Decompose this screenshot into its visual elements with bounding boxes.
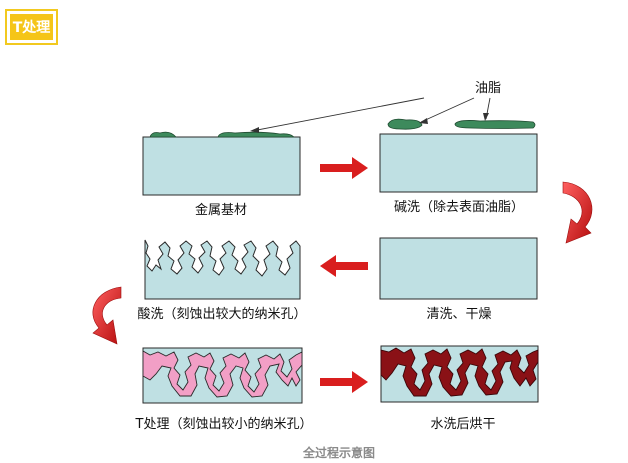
- diagram-caption: 全过程示意图: [302, 445, 375, 460]
- step-acid-etch: 酸洗（刻蚀出较大的纳米孔）: [137, 239, 307, 322]
- step-rinse-dry: 清洗、干燥: [379, 237, 538, 322]
- oil-blob: [387, 118, 423, 130]
- badge-label: T处理: [10, 14, 53, 40]
- oil-blob: [454, 120, 536, 129]
- oil-blob: [149, 131, 177, 138]
- step-wash-dry: 水洗后烘干: [380, 345, 539, 432]
- arrow-right-icon: [320, 371, 368, 393]
- substrate-block: [142, 136, 301, 196]
- resin-layer: [380, 347, 539, 397]
- oil-blob: [217, 131, 295, 138]
- pointer-arrowhead: [483, 113, 489, 121]
- oil-annotation: 油脂: [250, 81, 501, 133]
- oil-label: 油脂: [475, 81, 501, 96]
- step-label: 金属基材: [195, 202, 247, 218]
- arrow-left-icon: [320, 255, 368, 277]
- step-label: 清洗、干燥: [426, 307, 491, 322]
- substrate-block: [379, 237, 538, 300]
- step-label: 酸洗（刻蚀出较大的纳米孔）: [137, 306, 306, 322]
- curved-arrow-down-icon: [92, 286, 122, 345]
- etched-substrate: [144, 239, 301, 300]
- step-metal-substrate: 金属基材: [142, 131, 301, 218]
- step-t-treatment: T处理（刻蚀出较小的纳米孔）: [135, 347, 313, 432]
- step-label: 碱洗（除去表面油脂）: [394, 200, 524, 215]
- curved-arrow-down-icon: [562, 181, 593, 244]
- pointer-line: [420, 97, 475, 123]
- t-treatment-layer: [142, 350, 303, 398]
- step-alkaline-wash: 碱洗（除去表面油脂）: [379, 118, 538, 215]
- step-label: T处理（刻蚀出较小的纳米孔）: [135, 416, 313, 432]
- step-label: 水洗后烘干: [430, 417, 495, 432]
- t-treatment-badge: T处理: [5, 9, 58, 45]
- pointer-line: [251, 97, 425, 132]
- arrow-right-icon: [320, 157, 368, 179]
- pointer-arrowhead: [250, 127, 259, 133]
- substrate-block: [379, 133, 538, 193]
- pointer-arrowhead: [419, 118, 428, 124]
